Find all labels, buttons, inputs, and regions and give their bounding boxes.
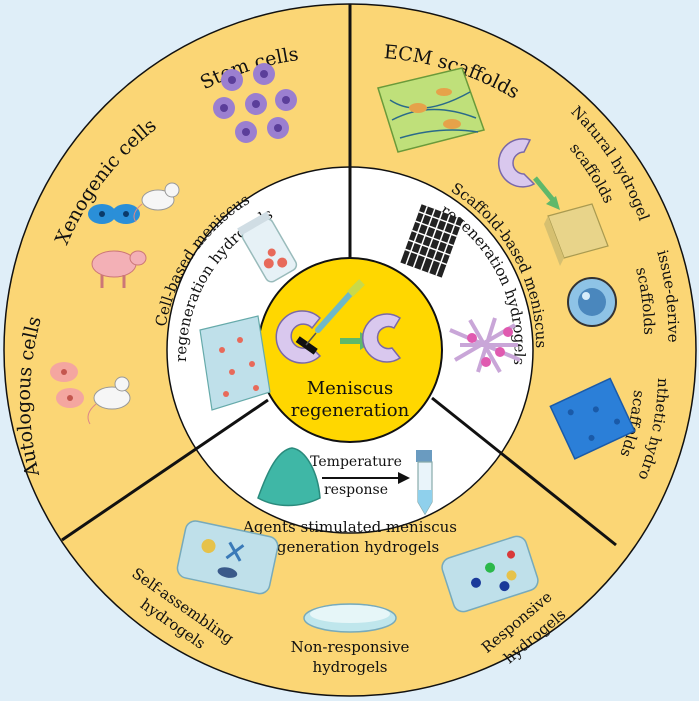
hydrogel-cube-icon: [544, 203, 609, 266]
autologous-cells-icon: [50, 362, 84, 408]
agents-label-line2: regeneration hydrogels: [261, 538, 439, 556]
center-title-line2: regeneration: [291, 400, 410, 421]
non-responsive-label-line2: hydrogels: [313, 658, 388, 676]
cell-vial-icon: [237, 211, 298, 283]
response-label: response: [324, 482, 388, 498]
autologous-mouse-icon: [87, 376, 131, 425]
ecm-tissue-icon: [377, 67, 485, 153]
cell-hydrogel-block-icon: [199, 315, 271, 411]
self-assembling-gel-icon: [176, 520, 279, 595]
fiber-network-icon: [449, 317, 521, 373]
xenogenic-pig-icon: [91, 250, 147, 288]
synthetic-sponge-icon: [549, 377, 636, 460]
syringe-icon: [315, 289, 355, 333]
natural-arrow-icon: [533, 176, 555, 202]
xenogenic-cells-icon: [88, 204, 140, 224]
center-illustration: [275, 279, 402, 364]
meniscus-repaired-icon: [361, 313, 402, 363]
center-title-line1: Meniscus: [307, 378, 394, 399]
temperature-label: Temperature: [310, 454, 402, 470]
xenogenic-mouse-icon: [133, 182, 180, 223]
agents-label-line1: Agents stimulated meniscus: [242, 518, 457, 536]
mesh-scaffold-icon: [400, 204, 463, 278]
defect-marker-icon: [295, 336, 318, 355]
non-responsive-label-line1: Non-responsive: [291, 638, 410, 656]
divider-left: [61, 398, 269, 542]
divider-right: [431, 396, 617, 547]
natural-meniscus-icon: [497, 138, 536, 188]
responsive-gel-icon: [441, 535, 539, 613]
gel-cone-icon: [257, 447, 321, 507]
petri-dish-icon: [303, 603, 397, 633]
stem-cells-cluster-icon: [213, 63, 297, 143]
tube-icon: [416, 450, 433, 516]
tissue-sphere-icon: [567, 277, 617, 327]
